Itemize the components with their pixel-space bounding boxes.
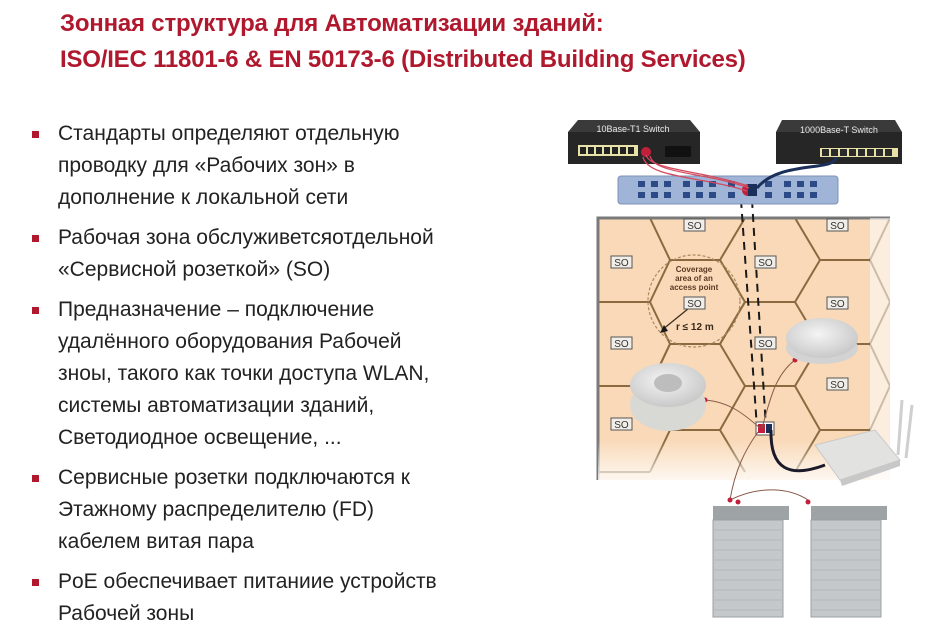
bullet-marker-icon <box>32 235 39 242</box>
slide-title: Зонная структура для Автоматизации здани… <box>60 6 746 78</box>
service-outlet: SO <box>610 255 633 269</box>
service-outlet: SO <box>610 336 633 350</box>
bullet-line: Этажному распределителю (FD) <box>58 498 375 521</box>
red-port-icon <box>758 424 765 433</box>
bullet-line: Рабочая зона обслуживетсяотдельной <box>58 226 434 249</box>
svg-text:SO: SO <box>830 299 845 310</box>
switch-left-label: 10Base-T1 Switch <box>596 124 669 134</box>
patch-panel-ports <box>638 181 817 198</box>
bullet-line: Рабочей зоны <box>58 602 195 625</box>
service-outlets: SO SO SO SO SO SO SO SO SO SO <box>610 218 849 431</box>
roller-shutter-left <box>712 506 789 618</box>
red-patch-cables <box>642 154 750 192</box>
service-outlet: SO <box>683 218 706 232</box>
floor-plan: Coverage area of an access point r ≤ 12 … <box>596 199 937 490</box>
bullet-line: Предназначение – подключение <box>58 298 375 321</box>
sensor-cable <box>704 399 761 429</box>
smoke-detector-device <box>786 318 858 364</box>
bullet-item: Предназначение – подключение удалённого … <box>26 294 546 454</box>
svg-text:SO: SO <box>758 258 773 269</box>
cable-connector-dot <box>805 499 811 505</box>
service-outlet: SO <box>826 296 849 310</box>
coverage-label-line: access point <box>670 283 719 292</box>
bullet-line: системы автоматизации зданий, <box>58 394 375 417</box>
bullet-marker-icon <box>32 307 39 314</box>
cable-connector-dot <box>735 499 741 505</box>
bullet-line: Светодиодное освещение, ... <box>58 426 342 449</box>
cable-connector-dot <box>727 497 733 503</box>
switch-right-label: 1000Base-T Switch <box>800 125 878 135</box>
bullet-line: кабелем витая пара <box>58 530 254 553</box>
svg-text:SO: SO <box>687 221 702 232</box>
bullet-item: Сервисные розетки подключаются к Этажном… <box>26 462 546 558</box>
bullet-line: Стандарты определяют отдельную <box>58 122 400 145</box>
slide-title-line-2: ISO/IEC 11801-6 & EN 50173-6 (Distribute… <box>60 46 746 73</box>
bullet-marker-icon <box>32 475 39 482</box>
access-point-cable <box>769 429 826 473</box>
switch-10base-t1: 10Base-T1 Switch <box>568 120 700 164</box>
switch-1000base-t: 1000Base-T Switch <box>776 120 902 164</box>
svg-text:SO: SO <box>830 380 845 391</box>
coverage-label-line: Coverage <box>676 265 713 274</box>
patch-connector-blue <box>748 184 757 196</box>
bullet-line: PoE обеспечивает питаниие устройств <box>58 570 437 593</box>
bullet-list: Стандарты определяют отдельную проводку … <box>26 118 546 638</box>
bullet-item: Стандарты определяют отдельную проводку … <box>26 118 546 214</box>
bullet-marker-icon <box>32 131 39 138</box>
shutter-cable <box>729 489 809 501</box>
bullet-line: проводку для «Рабочих зон» в <box>58 154 355 177</box>
coverage-label-line: area of an <box>675 274 713 283</box>
service-outlet: SO <box>826 218 849 232</box>
wlan-access-point-device <box>814 399 914 486</box>
patch-panel <box>617 175 839 205</box>
service-outlet: SO <box>826 377 849 391</box>
service-outlet: SO <box>754 336 777 350</box>
service-outlet: SO <box>610 417 633 431</box>
smoke-detector-cable <box>761 359 796 429</box>
svg-text:SO: SO <box>614 339 629 350</box>
svg-text:SO: SO <box>614 420 629 431</box>
motion-sensor-device <box>630 363 706 431</box>
coverage-circle <box>647 254 741 348</box>
bullet-line: дополнение к локальной сети <box>58 186 349 209</box>
floor-wall <box>596 216 890 480</box>
cable-trunk <box>751 199 767 429</box>
bullet-line: зноы, такого как точки доступа WLAN, <box>58 362 430 385</box>
bullet-line: удалённого оборудования Рабочей <box>58 330 402 353</box>
bullet-line: «Сервисной розеткой» (SO) <box>58 258 331 281</box>
service-outlet: SO <box>754 255 777 269</box>
bullet-item: Рабочая зона обслуживетсяотдельной «Серв… <box>26 222 546 286</box>
svg-text:SO: SO <box>758 339 773 350</box>
bullet-item: PoE обеспечивает питаниие устройств Рабо… <box>26 566 546 630</box>
blue-port-icon <box>766 424 772 433</box>
bullet-line: Сервисные розетки подключаются к <box>58 466 410 489</box>
slide-title-line-1: Зонная структура для Автоматизации здани… <box>60 10 604 37</box>
svg-text:SO: SO <box>830 221 845 232</box>
radius-arrow-icon <box>660 325 668 333</box>
blue-patch-cable <box>755 156 838 190</box>
roller-shutter-right <box>810 506 887 618</box>
shutter-cable <box>729 431 759 501</box>
cable-trunk <box>740 199 758 429</box>
service-outlet: SO <box>683 296 706 310</box>
bullet-marker-icon <box>32 579 39 586</box>
svg-text:SO: SO <box>614 258 629 269</box>
radius-label: r ≤ 12 m <box>676 322 714 333</box>
svg-text:SO: SO <box>687 299 702 310</box>
